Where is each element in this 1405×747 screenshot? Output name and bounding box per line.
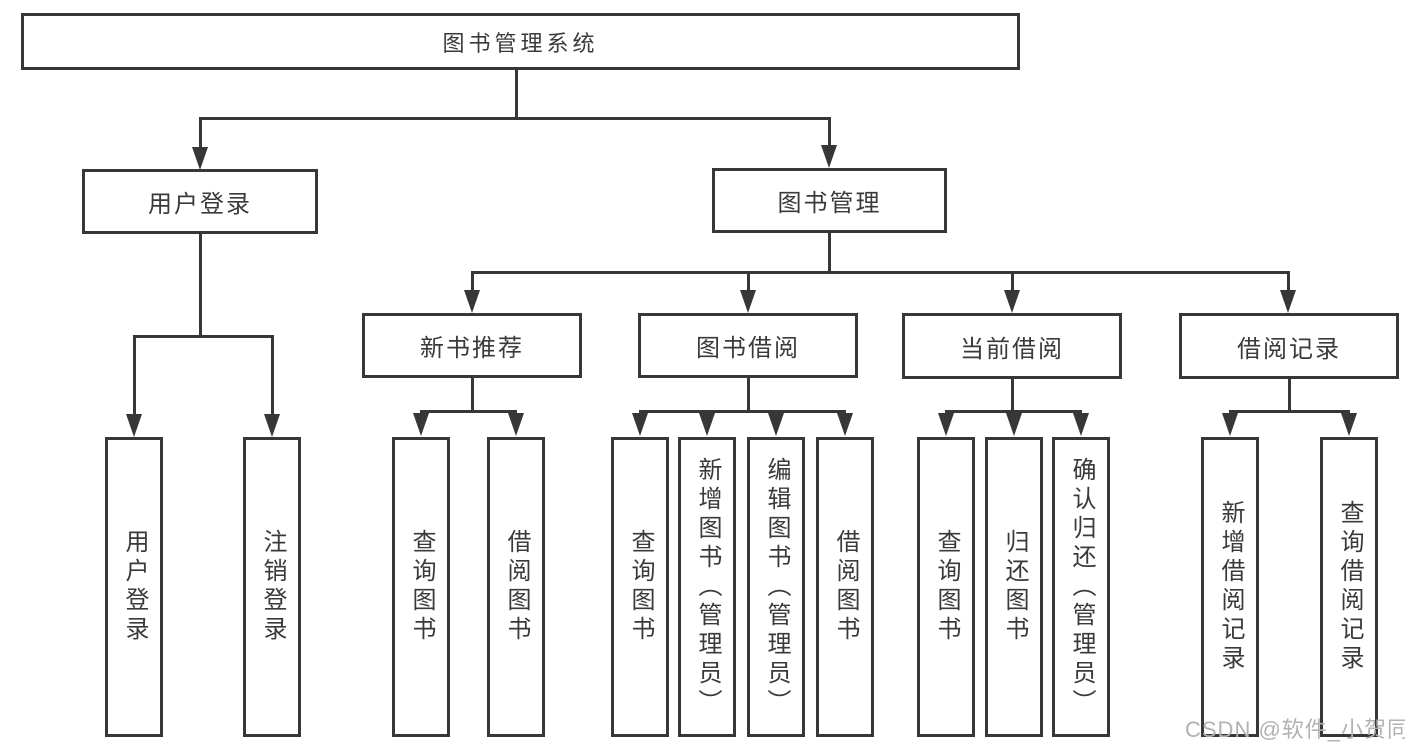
leaf-borrow-books-borrowing: 借阅图书	[816, 437, 874, 737]
leaf-query-books-recommend: 查询图书	[392, 437, 450, 737]
leaf-user-login: 用户登录	[105, 437, 163, 737]
arrow-to-add-books	[699, 413, 715, 436]
leaf-query-borrow-record: 查询借阅记录	[1320, 437, 1378, 737]
connector-user-login-rail	[133, 335, 274, 338]
leaf-query-books-current: 查询图书	[917, 437, 975, 737]
node-book-management: 图书管理	[712, 168, 947, 233]
leaf-edit-books-admin: 编辑图书（管理员）	[747, 437, 805, 737]
arrow-to-edit-books	[768, 413, 784, 436]
arrow-to-add-record	[1222, 413, 1238, 436]
leaf-add-books-admin: 新增图书（管理员）	[678, 437, 736, 737]
node-library-management-system: 图书管理系统	[21, 13, 1020, 70]
node-book-borrowing: 图书借阅	[638, 313, 858, 378]
connector-current-rail	[945, 410, 1082, 413]
connector-drop-records	[1287, 271, 1290, 293]
arrow-to-current	[1004, 290, 1020, 313]
connector-drop-leaf-login	[133, 335, 136, 417]
connector-level2-rail	[471, 271, 1290, 274]
leaf-confirm-return-admin: 确认归还（管理员）	[1052, 437, 1110, 737]
node-user-login-branch: 用户登录	[82, 169, 318, 234]
arrow-to-query-books-recommend	[413, 413, 429, 436]
leaf-query-books-borrowing: 查询图书	[611, 437, 669, 737]
connector-records-rail	[1229, 410, 1350, 413]
node-current-borrowing: 当前借阅	[902, 313, 1122, 379]
connector-drop-current	[1011, 271, 1014, 293]
connector-borrowing-feed	[747, 378, 750, 412]
connector-user-login-feed	[199, 234, 202, 335]
arrow-to-user-login	[192, 147, 208, 170]
connector-current-feed	[1011, 379, 1014, 412]
arrow-to-return-books	[1006, 413, 1022, 436]
arrow-to-query-books-borrowing	[632, 413, 648, 436]
connector-book-mgmt-feed	[828, 233, 831, 273]
arrow-to-records	[1280, 290, 1296, 313]
arrow-to-borrow-books-recommend	[508, 413, 524, 436]
arrow-to-borrow-books-borrowing	[837, 413, 853, 436]
connector-drop-new-book	[471, 271, 474, 293]
connector-borrowing-rail	[639, 410, 846, 413]
arrow-to-borrowing	[740, 290, 756, 313]
connector-new-book-feed	[471, 378, 474, 412]
leaf-borrow-books-recommend: 借阅图书	[487, 437, 545, 737]
connector-drop-leaf-logout	[271, 335, 274, 417]
arrow-to-book-mgmt	[821, 145, 837, 168]
node-borrowing-records: 借阅记录	[1179, 313, 1399, 379]
connector-level1-rail	[199, 117, 831, 120]
connector-drop-borrowing	[747, 271, 750, 293]
connector-root-feed	[515, 70, 518, 117]
arrow-to-leaf-logout	[264, 414, 280, 437]
connector-new-book-rail	[420, 410, 517, 413]
arrow-to-leaf-login	[126, 414, 142, 437]
arrow-to-new-book	[464, 290, 480, 313]
connector-drop-book-mgmt	[828, 117, 831, 148]
arrow-to-query-books-current	[938, 413, 954, 436]
arrow-to-confirm-return	[1073, 413, 1089, 436]
connector-records-feed	[1288, 379, 1291, 412]
leaf-logout: 注销登录	[243, 437, 301, 737]
node-new-book-recommend: 新书推荐	[362, 313, 582, 378]
leaf-add-borrow-record: 新增借阅记录	[1201, 437, 1259, 737]
arrow-to-query-record	[1341, 413, 1357, 436]
connector-drop-user-login	[199, 117, 202, 150]
csdn-watermark: CSDN @软件_小贺同学	[1185, 717, 1405, 742]
leaf-return-books: 归还图书	[985, 437, 1043, 737]
